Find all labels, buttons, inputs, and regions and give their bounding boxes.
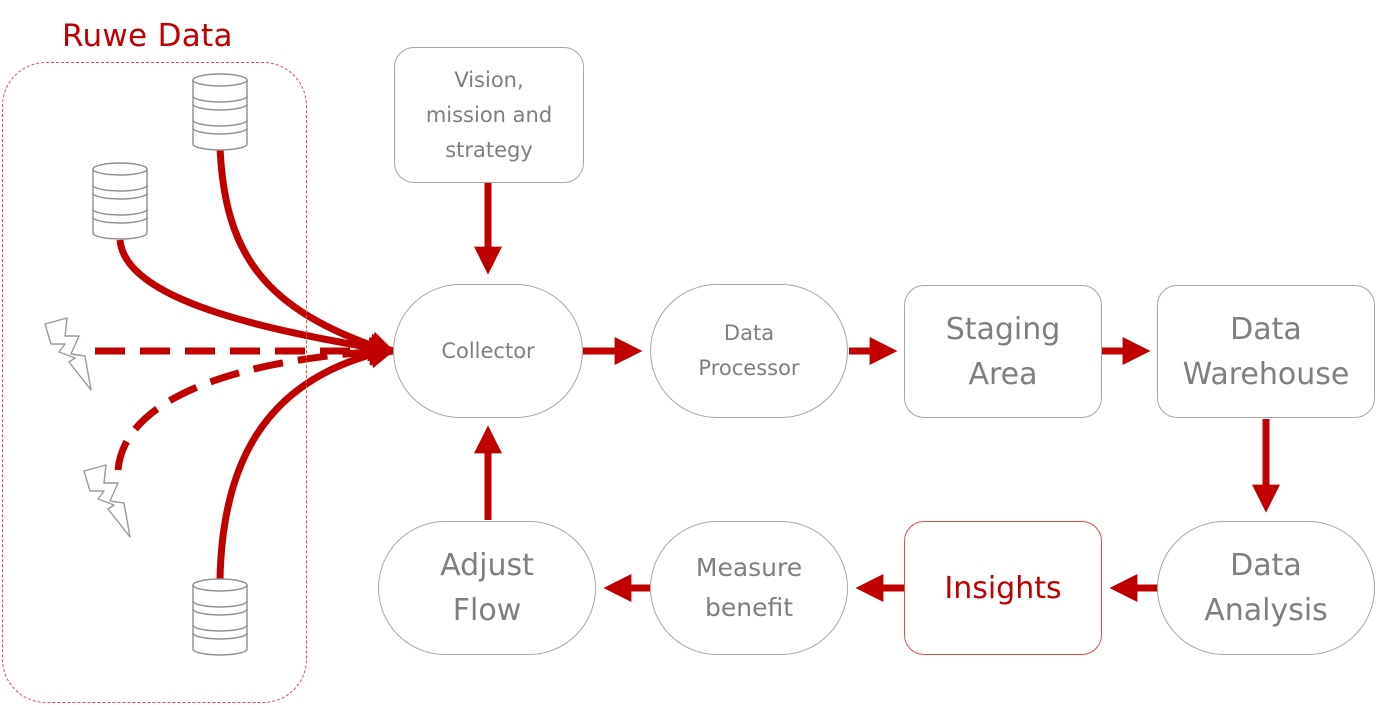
raw-flow-bottom-db bbox=[216, 340, 398, 581]
staging-node: Staging Area bbox=[904, 285, 1102, 418]
vision-node: Vision, mission and strategy bbox=[394, 47, 584, 183]
warehouse-node: Data Warehouse bbox=[1157, 285, 1375, 418]
measure-node: Measure benefit bbox=[650, 521, 848, 655]
raw-data-label: Ruwe Data bbox=[62, 18, 233, 54]
raw-data-group bbox=[2, 62, 307, 703]
raw-flow-mid-db bbox=[116, 239, 398, 362]
processor-node: Data Processor bbox=[650, 284, 848, 418]
raw-flow-top-db bbox=[216, 147, 397, 359]
analysis-node: Data Analysis bbox=[1157, 521, 1375, 655]
adjust-node: Adjust Flow bbox=[378, 521, 596, 655]
collector-node: Collector bbox=[393, 284, 583, 418]
insights-node: Insights bbox=[904, 521, 1102, 655]
